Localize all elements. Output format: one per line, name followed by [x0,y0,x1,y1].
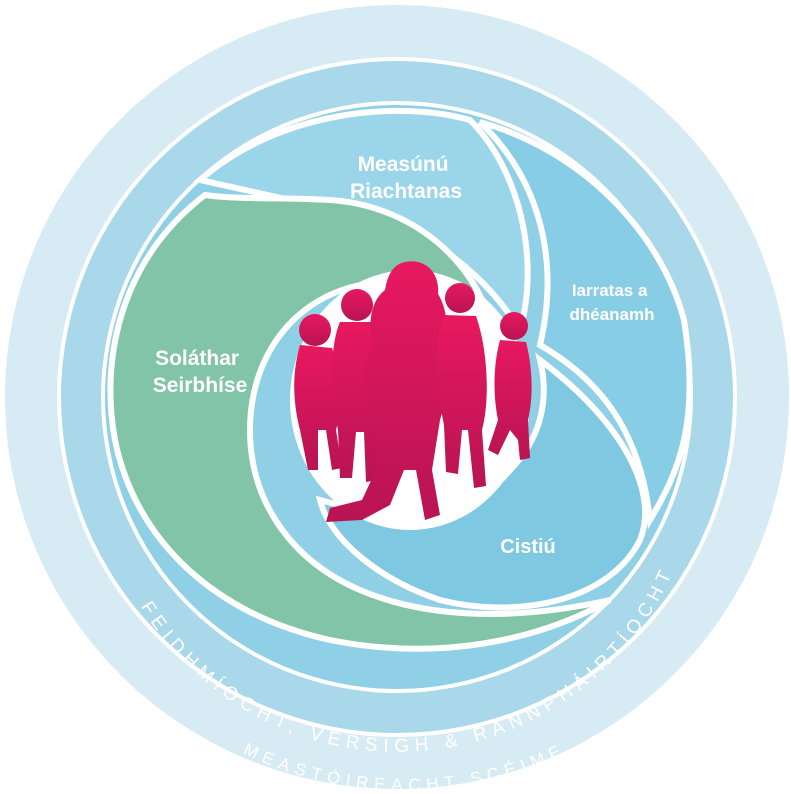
people-group-silhouette-icon [294,261,532,522]
label-needs-assessment: Measúnú Riachtanas [350,153,462,203]
label-funding: Cistiú [500,536,556,558]
segment-application [477,119,693,530]
label-service-provision: Soláthar Seirbhíse [153,347,248,397]
label-application: Iarratas a dhéanamh [569,281,654,324]
